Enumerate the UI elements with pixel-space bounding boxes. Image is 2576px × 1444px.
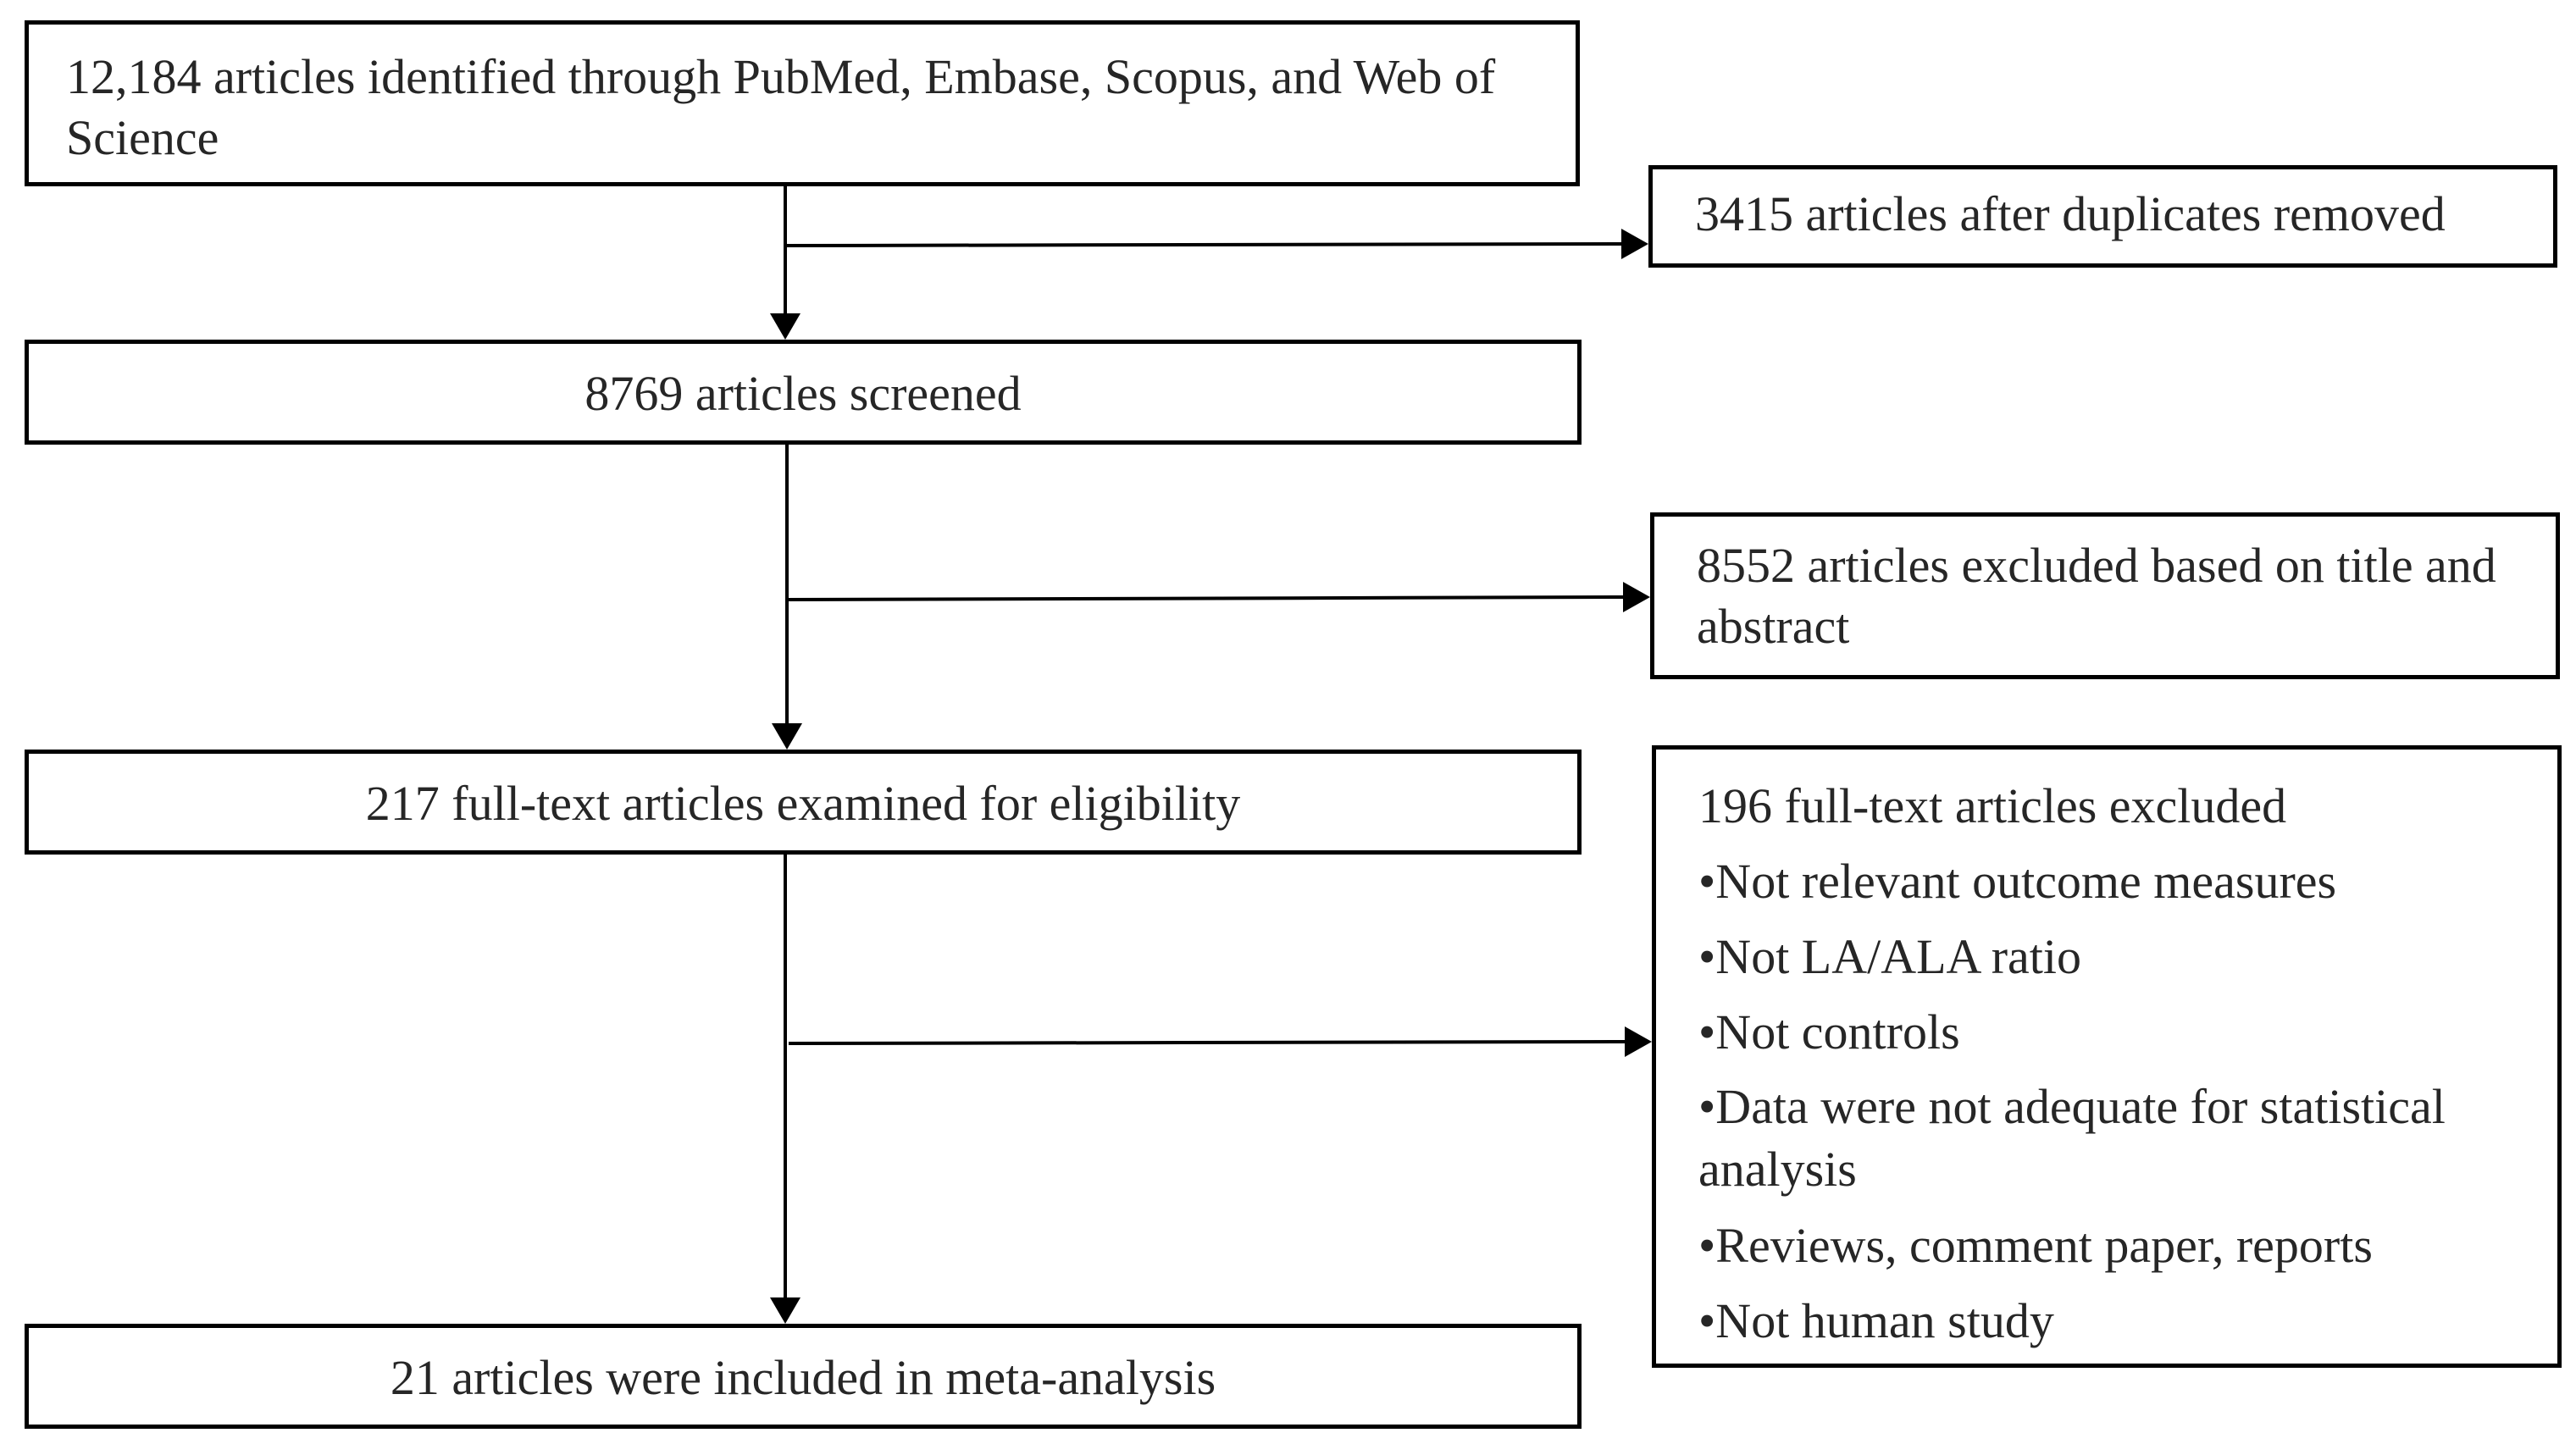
- arrowhead-excluded-fulltext: [1625, 1026, 1652, 1057]
- exclusion-reason: •Not controls: [1698, 1004, 1960, 1059]
- arrowhead-duplicates: [1621, 229, 1648, 259]
- excluded-title-abstract-box: 8552 articles excluded based on title an…: [1650, 512, 2560, 679]
- exclusion-reason: •Not LA/ALA ratio: [1698, 929, 2082, 984]
- fulltext-excluded-box: 196 full-text articles excluded •Not rel…: [1652, 745, 2562, 1368]
- included-box: 21 articles were included in meta-analys…: [25, 1324, 1582, 1429]
- duplicates-removed-box: 3415 articles after duplicates removed: [1648, 165, 2557, 268]
- arrowhead-included: [770, 1297, 800, 1324]
- fulltext-examined-box: 217 full-text articles examined for elig…: [25, 750, 1582, 855]
- arrow-to-duplicates: [784, 242, 1624, 247]
- arrow-to-excluded-fulltext: [788, 1040, 1627, 1045]
- arrowhead-screened: [770, 313, 800, 340]
- fulltext-excluded-heading: 196 full-text articles excluded: [1698, 778, 2287, 833]
- included-text: 21 articles were included in meta-analys…: [390, 1350, 1216, 1405]
- identified-text: 12,184 articles identified through PubMe…: [66, 49, 1496, 165]
- duplicates-removed-text: 3415 articles after duplicates removed: [1695, 186, 2446, 241]
- identified-box: 12,184 articles identified through PubMe…: [25, 20, 1580, 186]
- arrowhead-fulltext: [772, 723, 802, 750]
- excluded-title-abstract-text: 8552 articles excluded based on title an…: [1697, 538, 2496, 654]
- exclusion-reason: •Reviews, comment paper, reports: [1698, 1218, 2373, 1273]
- fulltext-examined-text: 217 full-text articles examined for elig…: [365, 776, 1241, 831]
- exclusion-reason: •Not relevant outcome measures: [1698, 854, 2337, 909]
- arrow-to-excluded-title-abstract: [786, 595, 1626, 601]
- arrowhead-excluded-title-abstract: [1623, 582, 1650, 612]
- exclusion-reason: •Data were not adequate for statistical …: [1698, 1079, 2446, 1197]
- screened-box: 8769 articles screened: [25, 340, 1582, 445]
- screened-text: 8769 articles screened: [584, 366, 1022, 421]
- exclusion-reason: •Not human study: [1698, 1293, 2054, 1348]
